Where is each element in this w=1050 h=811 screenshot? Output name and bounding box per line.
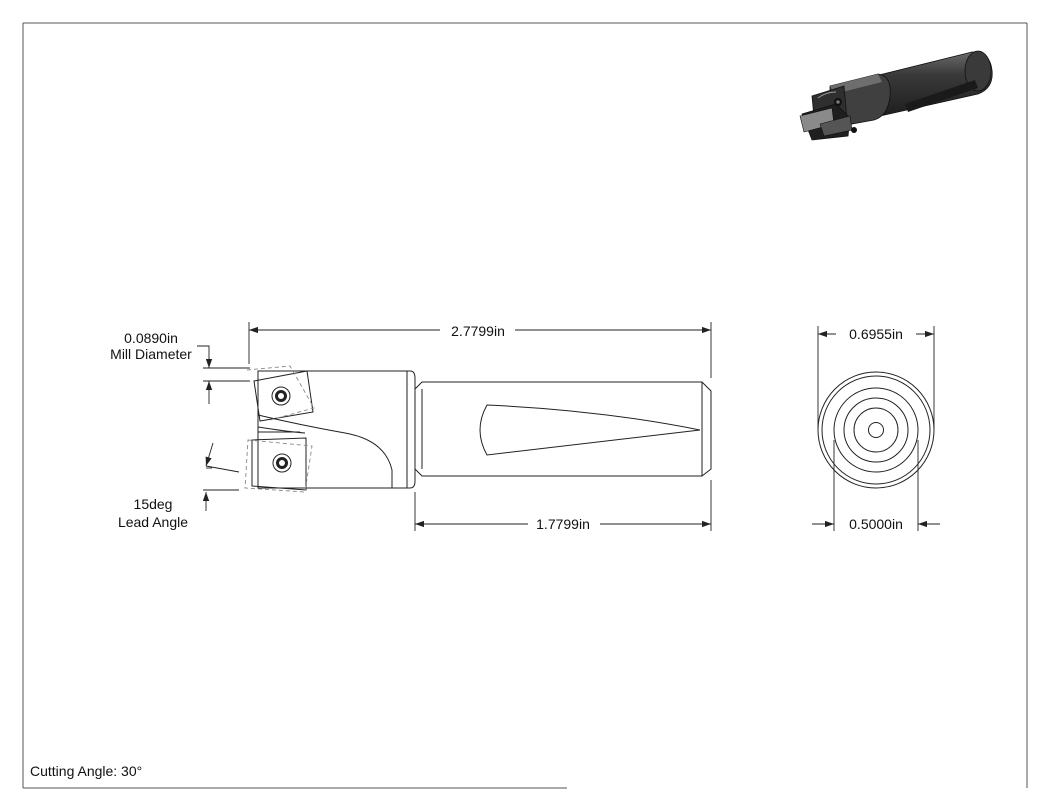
dim-outer-diameter bbox=[817, 326, 935, 428]
mill-diameter-value: 0.0890in bbox=[124, 330, 178, 346]
dim-overall-length bbox=[248, 322, 712, 378]
mill-diameter-label: Mill Diameter bbox=[110, 346, 192, 362]
side-view bbox=[251, 370, 712, 491]
cutting-angle-note: Cutting Angle: 30° bbox=[30, 763, 142, 779]
sheet-border bbox=[22, 22, 1028, 789]
isometric-view bbox=[799, 50, 993, 141]
outer-diameter-label: 0.6955in bbox=[849, 326, 903, 342]
end-view bbox=[817, 371, 935, 489]
shank-length-label: 1.7799in bbox=[536, 516, 590, 532]
lead-angle-value: 15deg bbox=[134, 496, 173, 512]
dim-shank-diameter bbox=[812, 440, 940, 531]
overall-length-label: 2.7799in bbox=[451, 323, 505, 339]
dim-shank-length bbox=[414, 480, 712, 531]
insert-phantom-lines bbox=[244, 365, 315, 493]
lead-angle-label: Lead Angle bbox=[118, 514, 188, 530]
dim-lead-angle bbox=[202, 442, 240, 511]
shank-diameter-label: 0.5000in bbox=[849, 516, 903, 532]
dim-mill-diameter bbox=[197, 345, 250, 404]
